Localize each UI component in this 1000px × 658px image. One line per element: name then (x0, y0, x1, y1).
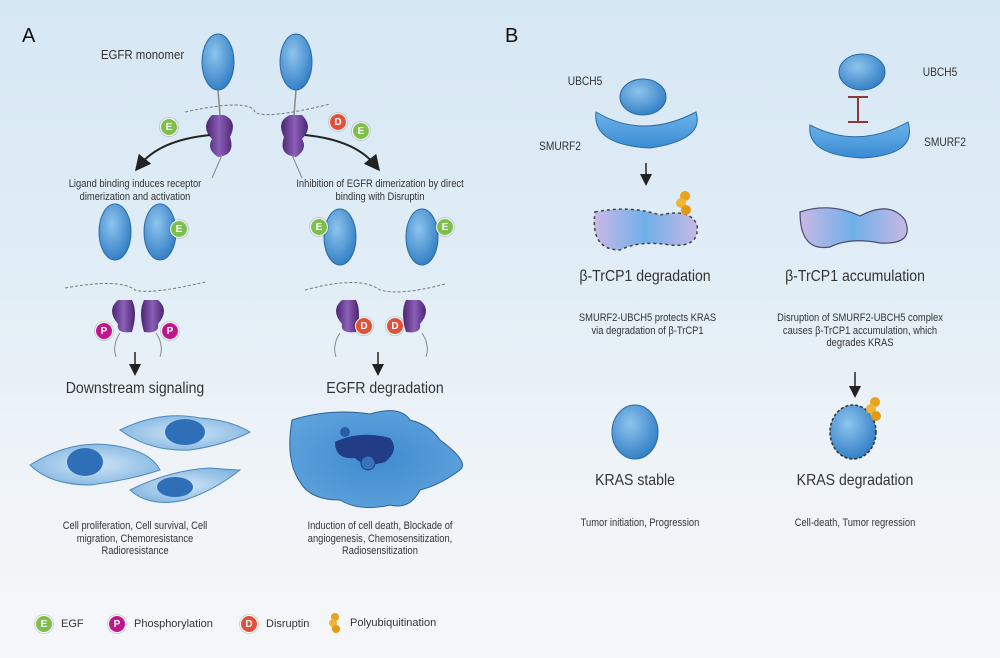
smurf2-label-right: SMURF2 (924, 135, 966, 149)
kras-stable-label: KRAS stable (595, 472, 675, 489)
legend-label: EGF (61, 618, 84, 630)
egf-badge: E (160, 118, 178, 136)
polyubiquitin-icon (866, 397, 881, 421)
kras-degradation-label: KRAS degradation (796, 472, 914, 489)
kras-degraded (829, 404, 877, 460)
disruptin-badge: D (355, 317, 373, 335)
phospho-badge: P (161, 322, 179, 340)
ubch5-label-left: UBCH5 (567, 74, 603, 88)
ubch5-smurf2-disrupted (809, 53, 910, 159)
ubch5-smurf2-complex (595, 78, 698, 149)
disruptin-badge: D (329, 113, 347, 131)
disruptin-icon: D (240, 615, 258, 633)
egf-badge: E (170, 220, 188, 238)
left-mechanism-desc: SMURF2-UBCH5 protects KRAS via degradati… (578, 312, 717, 337)
polyubiquitin-icon (329, 613, 340, 633)
egfr-monomer-label: EGFR monomer (100, 47, 185, 62)
disruptin-badge: D (386, 317, 404, 335)
legend-label: Disruptin (266, 618, 310, 630)
phospho-badge: P (95, 322, 113, 340)
btrcp1-degradation-label: β-TrCP1 degradation (579, 268, 711, 285)
phosphorylation-icon: P (108, 615, 126, 633)
arrow-left (134, 134, 211, 172)
left-outcome-text: Cell proliferation, Cell survival, Cell … (62, 520, 208, 558)
legend-item-polyubiquitination: Polyubiquitination (328, 612, 436, 634)
left-mechanism-caption: Ligand binding induces receptor dimeriza… (68, 178, 202, 203)
btrcp1-accumulation-label: β-TrCP1 accumulation (785, 268, 925, 285)
legend-item-egf: E EGF (35, 615, 84, 633)
legend-item-phosphorylation: P Phosphorylation (108, 615, 213, 633)
downstream-signaling-label: Downstream signaling (65, 380, 205, 397)
egfr-dimer (64, 203, 206, 358)
egf-icon: E (35, 615, 53, 633)
btrcp1-accumulated (799, 207, 908, 249)
egf-badge: E (310, 218, 328, 236)
legend-item-disruptin: D Disruptin (240, 615, 309, 633)
egf-badge: E (436, 218, 454, 236)
right-outcome-text: Induction of cell death, Blockade of ang… (307, 520, 453, 558)
legend-label: Polyubiquitination (350, 617, 437, 629)
panel-b-letter: B (505, 25, 519, 47)
egfr-monomer-right (279, 33, 313, 179)
ubch5-label-right: UBCH5 (922, 65, 958, 79)
polyubiquitin-icon (676, 191, 691, 215)
btrcp1-degraded (593, 208, 698, 251)
panel-a-letter: A (22, 25, 36, 47)
egfr-disrupted-pair (304, 208, 446, 358)
legend-label: Phosphorylation (134, 618, 213, 630)
egf-badge: E (352, 122, 370, 140)
left-kras-outcome: Tumor initiation, Progression (580, 517, 700, 529)
kras-stable (611, 404, 659, 460)
membrane-top (184, 103, 331, 116)
dying-cell (289, 410, 463, 509)
right-mechanism-desc: Disruption of SMURF2-UBCH5 complex cause… (777, 312, 943, 350)
right-kras-outcome: Cell-death, Tumor regression (794, 517, 916, 529)
egfr-monomer-left (201, 33, 235, 179)
arrow-right (304, 134, 381, 172)
smurf2-label-left: SMURF2 (539, 139, 581, 153)
egfr-degradation-label: EGFR degradation (326, 380, 444, 397)
right-mechanism-caption: Inhibition of EGFR dimerization by direc… (296, 178, 464, 203)
proliferating-cells (29, 415, 252, 503)
